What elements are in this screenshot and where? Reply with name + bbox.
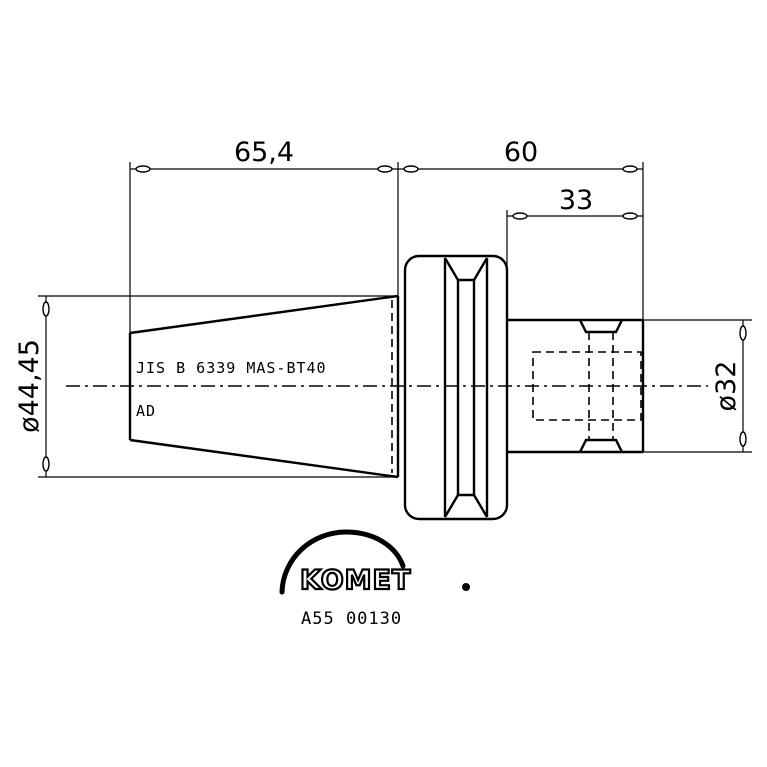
logo-text: KOMET	[300, 565, 411, 596]
logo-dot	[462, 583, 470, 591]
dim-label-taper-length: 65,4	[234, 137, 294, 168]
part-number: A55 00130	[301, 609, 402, 629]
dimension-taper-length: 65,4	[130, 137, 398, 173]
dim-label-shank-diameter: ø32	[711, 361, 742, 412]
shank	[507, 318, 645, 454]
dimension-total-length: 60	[398, 137, 643, 173]
dimension-shank-length: 33	[507, 185, 643, 220]
taper-body	[128, 294, 400, 479]
dim-label-total-length: 60	[504, 137, 538, 168]
standard-label: JIS B 6339 MAS-BT40	[136, 359, 327, 377]
extension-lines	[38, 162, 752, 478]
dim-label-taper-diameter: ø44,45	[14, 339, 45, 433]
variant-label: AD	[136, 402, 156, 420]
dimension-taper-diameter: ø44,45	[14, 296, 50, 477]
dimension-shank-diameter: ø32	[711, 320, 747, 452]
logo-arc	[279, 529, 406, 595]
flange	[403, 254, 509, 521]
komet-logo: KOMET	[279, 529, 470, 597]
dim-label-shank-length: 33	[559, 185, 593, 216]
